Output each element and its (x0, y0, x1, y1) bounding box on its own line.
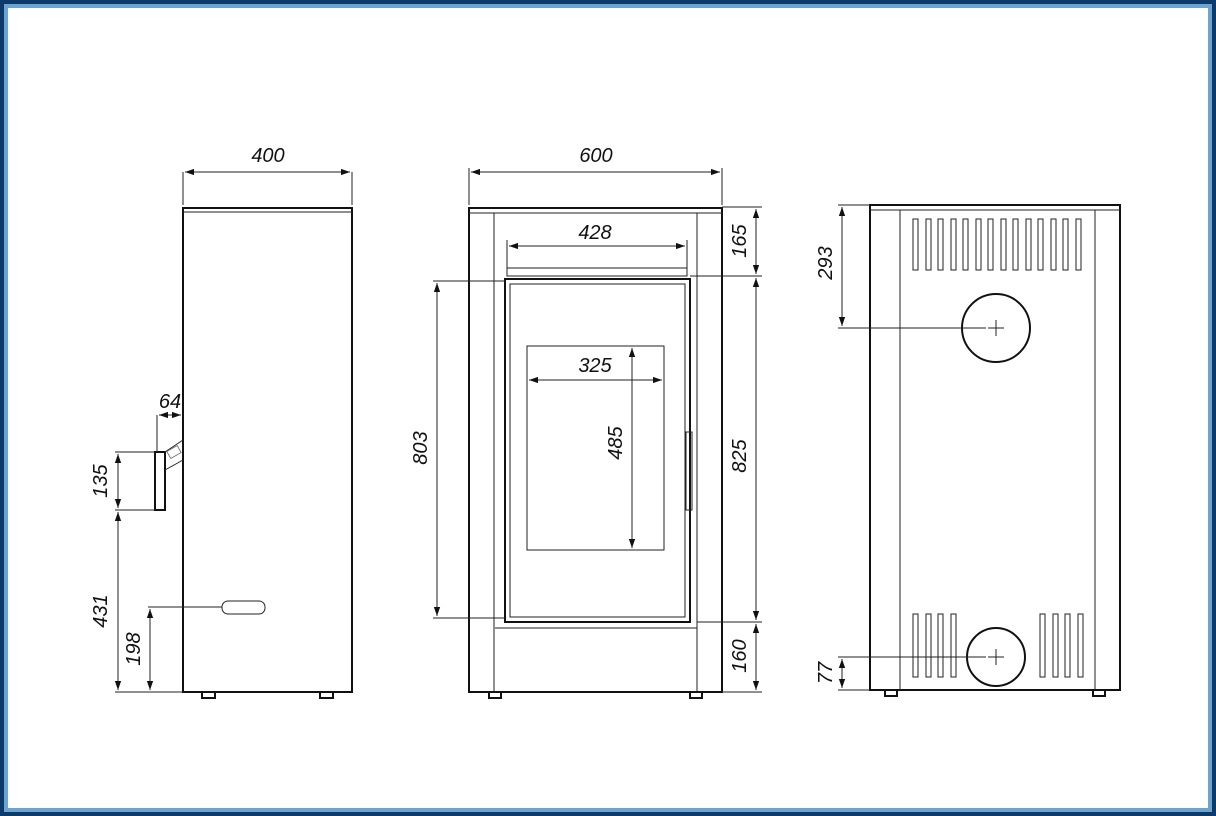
dim-top-flue: 293 (815, 246, 837, 280)
dim-handle-depth: 64 (159, 391, 181, 413)
dim-door-section: 825 (729, 438, 751, 472)
bottom-vent-slots (912, 613, 1084, 678)
dim-handle-height: 135 (90, 463, 112, 497)
dim-front-width: 600 (579, 145, 612, 167)
dim-door-height: 803 (410, 431, 432, 464)
drawing-frame-inner (4, 4, 1212, 812)
side-view: 400 64 135 431 198 (90, 145, 353, 699)
dim-handle-base: 431 (90, 594, 112, 627)
dim-glass-width: 325 (578, 355, 612, 377)
dim-knob-height: 198 (123, 632, 145, 665)
front-view: 600 428 325 485 803 165 825 160 (410, 145, 762, 699)
air-control-knob (221, 600, 266, 615)
glass (526, 345, 665, 551)
dim-bottom-flue: 77 (815, 661, 837, 684)
door-handle (685, 431, 693, 511)
dim-top-panel: 165 (729, 223, 751, 257)
dim-top-opening: 428 (578, 222, 611, 244)
dim-glass-height: 485 (605, 425, 627, 459)
dim-side-width: 400 (251, 145, 284, 167)
door (504, 278, 691, 623)
rear-view: 293 77 (815, 204, 1121, 697)
top-vent-slots (912, 218, 1082, 271)
handle (154, 451, 166, 511)
dim-bottom-panel: 160 (729, 639, 751, 672)
top-panel (506, 267, 688, 277)
